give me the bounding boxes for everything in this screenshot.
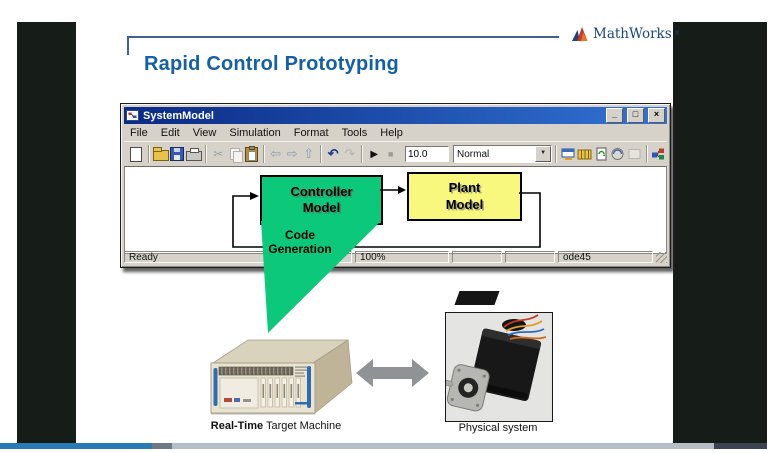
undo-icon[interactable]: ↶ xyxy=(327,146,339,161)
resize-grip[interactable] xyxy=(656,251,667,263)
menu-edit[interactable]: Edit xyxy=(160,126,180,139)
folder-glyph xyxy=(152,147,169,161)
debug-glyph xyxy=(628,149,641,159)
toolbar-separator xyxy=(205,145,207,163)
simulink-window: SystemModel _ □ × File Edit View Simulat… xyxy=(120,103,671,268)
model-canvas[interactable] xyxy=(124,166,667,254)
code-generation-label: Code Generation xyxy=(257,228,343,257)
update-diagram-icon[interactable] xyxy=(593,146,610,163)
minimize-button[interactable]: _ xyxy=(606,108,623,123)
progress-bar-handle[interactable] xyxy=(152,443,172,449)
mathworks-logo-text: MathWorks xyxy=(593,26,672,42)
redo-icon[interactable]: ↷ xyxy=(344,146,356,161)
mathworks-logo: MathWorks® xyxy=(572,26,679,42)
controller-model-block[interactable]: Controller Model xyxy=(260,175,383,225)
status-solver: ode45 xyxy=(558,251,653,263)
up-icon[interactable]: ⇧ xyxy=(303,146,315,161)
floppy-glyph xyxy=(170,147,185,161)
new-model-icon[interactable] xyxy=(128,146,145,163)
header-rule xyxy=(127,36,559,38)
open-model-icon[interactable] xyxy=(152,146,170,163)
code-generation-line: Generation xyxy=(268,241,332,256)
start-simulation-icon[interactable]: ▶ xyxy=(370,148,379,160)
block-label-line: Model xyxy=(302,200,341,215)
new-page-glyph xyxy=(130,146,143,162)
update-diagram-glyph xyxy=(596,147,607,161)
slide-title: Rapid Control Prototyping xyxy=(144,53,399,75)
model-browser-icon[interactable] xyxy=(560,146,577,163)
chevron-down-icon[interactable]: ▼ xyxy=(535,146,552,162)
progress-bar-remaining[interactable] xyxy=(172,443,714,449)
menu-help[interactable]: Help xyxy=(380,126,403,139)
maximize-button[interactable]: □ xyxy=(627,108,644,123)
clipboard-glyph xyxy=(244,145,258,162)
status-panel-empty xyxy=(452,251,502,263)
toolbar-separator xyxy=(555,145,558,163)
menu-file[interactable]: File xyxy=(130,126,148,139)
menu-format[interactable]: Format xyxy=(293,126,329,139)
letterbox-right xyxy=(673,22,767,443)
physical-system-label: Physical system xyxy=(458,422,538,434)
toolbar-separator xyxy=(645,145,648,163)
target-machine-image xyxy=(210,339,353,415)
close-button[interactable]: × xyxy=(648,108,665,123)
menu-view[interactable]: View xyxy=(192,126,217,139)
target-machine-label-rest: Target Machine xyxy=(263,420,342,432)
status-bar: Ready 100% ode45 xyxy=(124,250,667,264)
toolbar-separator xyxy=(147,145,150,163)
window-title: SystemModel xyxy=(143,109,214,122)
mathworks-membrane-icon xyxy=(572,26,588,41)
code-generation-line: Code xyxy=(285,228,315,242)
status-zoom-level: 100% xyxy=(355,251,449,263)
block-label-line: Controller xyxy=(290,183,353,199)
sim-mode-select[interactable]: Normal ▼ xyxy=(453,145,553,163)
print-icon[interactable] xyxy=(185,146,203,163)
paste-icon[interactable] xyxy=(243,145,260,163)
progress-bar-played[interactable] xyxy=(0,443,152,449)
stop-simulation-icon[interactable]: ■ xyxy=(388,149,394,159)
target-machine-label-strong: Real-Time xyxy=(210,420,264,432)
menu-tools[interactable]: Tools xyxy=(341,126,368,139)
copy-icon[interactable] xyxy=(227,146,244,163)
menu-simulation[interactable]: Simulation xyxy=(229,126,281,139)
block-label-line: Model xyxy=(445,196,484,212)
toolbar-separator xyxy=(361,145,363,163)
toolbar-separator xyxy=(320,145,322,163)
copy-pages-glyph xyxy=(229,148,243,163)
library-browser-glyph xyxy=(577,149,592,160)
target-machine-label: Real-Time Target Machine xyxy=(196,420,356,432)
physical-system-image xyxy=(432,312,553,422)
toolbar: ✂ ⇦ ⇨ ⇧ ↶ ↷ ▶ ■ Normal ▼ xyxy=(124,141,667,167)
build-glyph xyxy=(611,148,624,160)
printer-glyph xyxy=(185,148,202,161)
registered-mark: ® xyxy=(674,31,680,37)
block-label-line: Plant xyxy=(448,180,481,196)
back-icon[interactable]: ⇦ xyxy=(270,146,282,161)
cut-icon[interactable]: ✂ xyxy=(213,147,224,161)
sim-mode-value: Normal xyxy=(457,148,490,160)
save-model-icon[interactable] xyxy=(169,146,186,163)
debug-icon[interactable] xyxy=(626,146,643,163)
menu-bar: File Edit View Simulation Format Tools H… xyxy=(124,125,667,140)
header-rule-corner xyxy=(127,36,129,55)
motor-photo-overflow xyxy=(454,291,500,305)
simulink-library-icon[interactable] xyxy=(651,146,668,163)
build-icon[interactable] xyxy=(610,146,627,163)
forward-icon[interactable]: ⇨ xyxy=(286,146,298,161)
sim-stop-time-input[interactable] xyxy=(405,146,449,162)
progress-bar-tail[interactable] xyxy=(714,443,767,449)
model-browser-glyph xyxy=(561,148,575,160)
toolbar-separator xyxy=(262,145,265,163)
double-arrow-icon xyxy=(356,359,429,387)
letterbox-left xyxy=(17,22,76,443)
library-browser-icon[interactable] xyxy=(577,146,594,163)
simulink-library-glyph xyxy=(652,148,665,160)
window-titlebar[interactable]: SystemModel _ □ × xyxy=(124,107,667,124)
status-panel-empty xyxy=(505,251,555,263)
motor-drawing xyxy=(432,313,550,419)
simulink-model-icon xyxy=(126,110,139,121)
plant-model-block[interactable]: Plant Model xyxy=(407,172,522,221)
